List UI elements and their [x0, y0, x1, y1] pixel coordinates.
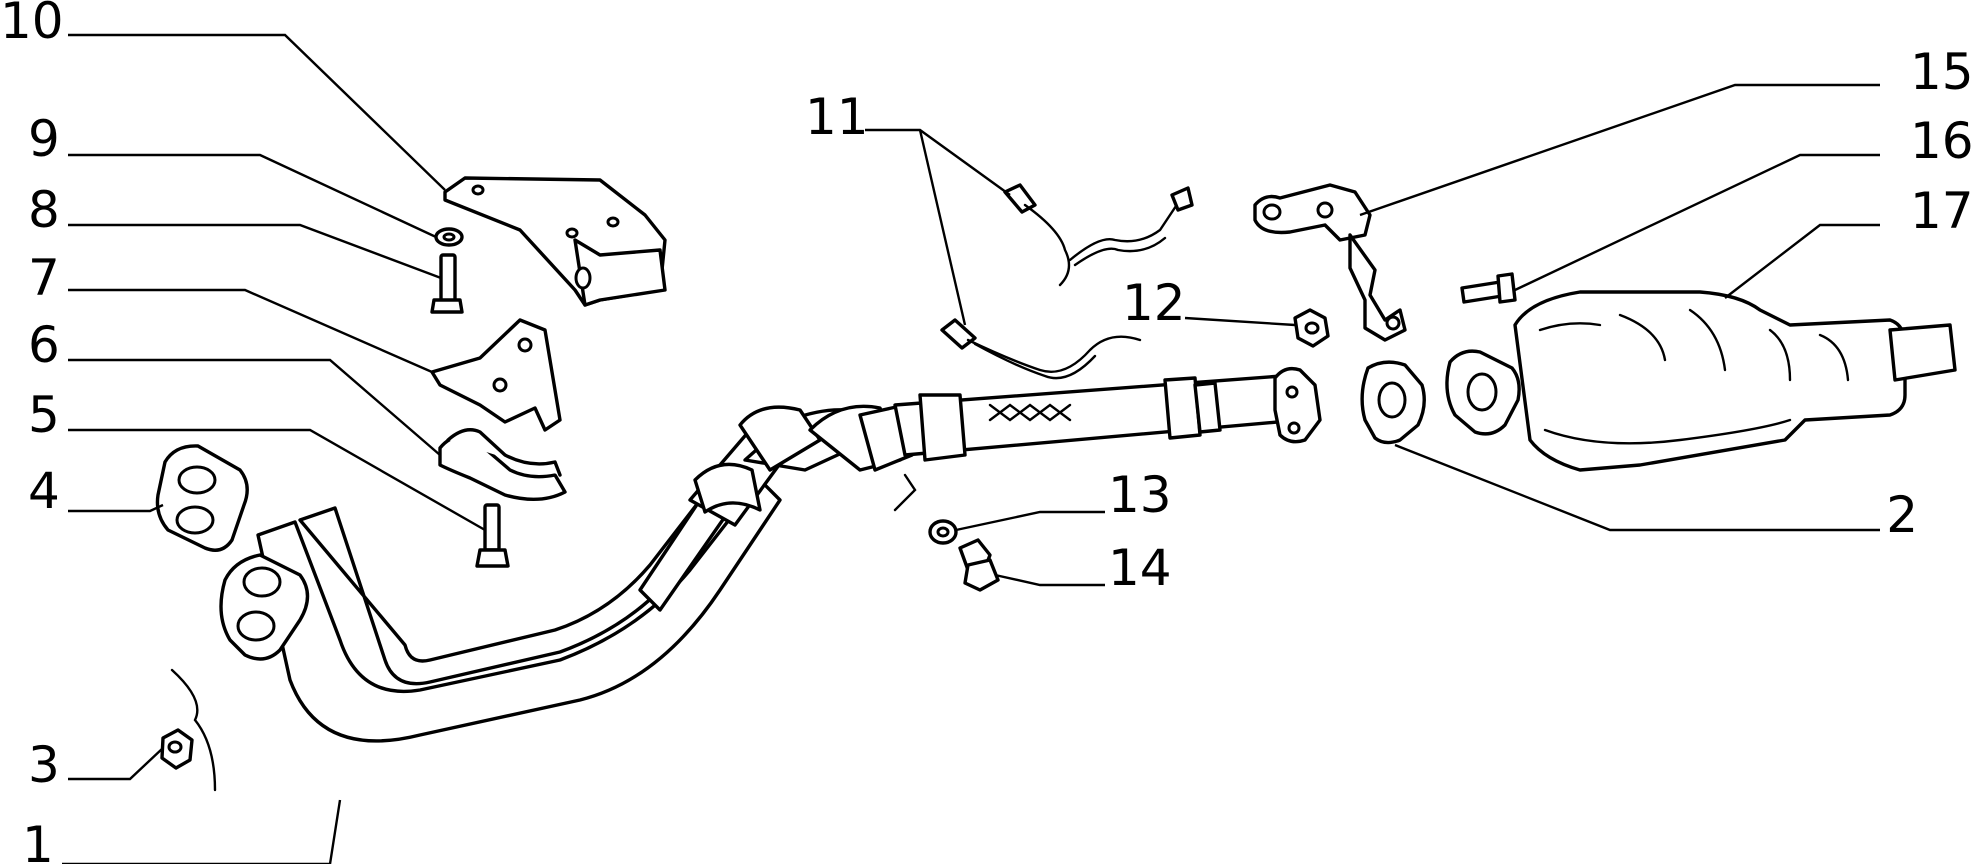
leader-15 — [1359, 83, 1880, 217]
callout-10: 10 — [0, 0, 64, 50]
leader-8 — [68, 223, 442, 280]
leader-2 — [1394, 443, 1880, 532]
middle-pipe — [893, 366, 1322, 462]
callout-4: 4 — [28, 462, 60, 520]
leader-13 — [955, 510, 1105, 532]
part-13-washer — [928, 519, 958, 545]
break-mark-left — [170, 668, 217, 792]
part-12-nut — [1293, 308, 1330, 348]
callout-5: 5 — [28, 386, 60, 444]
part-6-rubber-mount — [438, 428, 567, 501]
callout-6: 6 — [28, 316, 60, 374]
leader-1 — [62, 799, 342, 864]
leader-4 — [68, 503, 164, 513]
leader-17 — [1724, 223, 1880, 299]
leader-3 — [68, 747, 164, 781]
part-1-front-exhaust-pipe — [219, 403, 914, 743]
leader-5 — [68, 428, 486, 532]
callout-7: 7 — [28, 249, 60, 307]
leader-16 — [1514, 153, 1880, 292]
callout-8: 8 — [28, 181, 60, 239]
part-7-bracket — [430, 318, 562, 432]
callout-14: 14 — [1108, 539, 1172, 597]
callout-3: 3 — [28, 736, 60, 794]
callout-17: 17 — [1910, 182, 1971, 240]
part-9-washer — [434, 227, 464, 247]
leader-12 — [1184, 316, 1296, 327]
leader-lines — [62, 33, 1880, 864]
callout-9: 9 — [28, 110, 60, 168]
leader-7 — [68, 288, 433, 374]
callout-12: 12 — [1122, 274, 1186, 332]
part-16-bolt — [1460, 272, 1517, 304]
leader-11a — [865, 128, 1011, 196]
part-8-stud — [430, 253, 464, 314]
callout-13: 13 — [1108, 466, 1172, 524]
part-17-catalytic-converter — [1445, 290, 1957, 472]
leader-6 — [68, 358, 441, 456]
leader-10 — [68, 33, 446, 191]
callout-1: 1 — [22, 816, 54, 864]
part-11-lambda-sensor — [940, 183, 1194, 380]
part-14-plug — [958, 538, 1000, 592]
leader-14 — [994, 573, 1105, 587]
leader-9 — [68, 153, 437, 239]
callout-2: 2 — [1886, 486, 1918, 544]
part-3-nut — [160, 728, 194, 770]
callout-11: 11 — [805, 88, 869, 146]
callout-15: 15 — [1910, 43, 1971, 101]
leader-11b — [918, 129, 967, 326]
break-mark-right — [893, 473, 917, 512]
part-5-bolt — [475, 503, 510, 568]
callout-16: 16 — [1910, 112, 1971, 170]
part-4-flange-gasket — [155, 444, 249, 552]
part-2-gasket — [1360, 360, 1426, 445]
part-10-bracket-plate — [443, 176, 667, 307]
part-15-hanger-bracket — [1253, 183, 1407, 342]
